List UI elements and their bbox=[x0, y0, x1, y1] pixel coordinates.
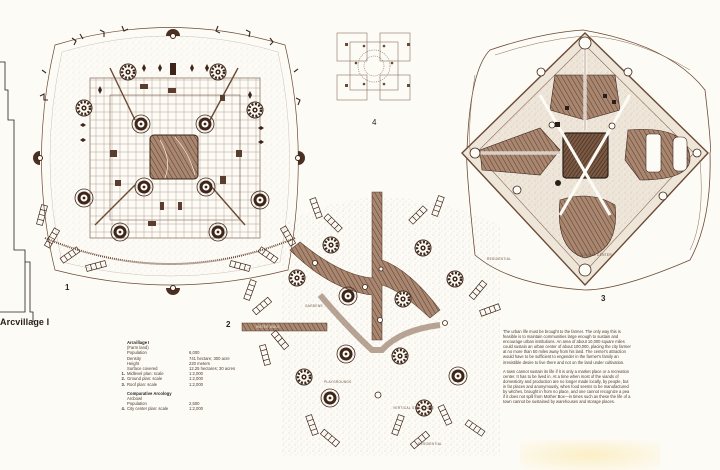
plan-2-ground bbox=[241, 191, 501, 456]
label-residential-roof: Residential bbox=[487, 257, 512, 261]
essay-paragraph: A town cannot sustain its life if it is … bbox=[503, 368, 631, 405]
label-cultural-center: Cultural Center bbox=[577, 253, 612, 257]
label-water-walk: Water Walk bbox=[256, 325, 280, 329]
figure-number-4: 4 bbox=[372, 118, 377, 127]
architectural-plans-illustration bbox=[0, 25, 711, 456]
stats-row: (Farm land) bbox=[127, 345, 149, 351]
label-playgrounds: Playgrounds bbox=[324, 380, 352, 384]
elevation-outline bbox=[0, 61, 34, 322]
plan-4-city-center bbox=[336, 32, 411, 101]
plan-3-roof bbox=[461, 29, 711, 291]
plan-1-midlevel bbox=[32, 25, 306, 296]
stats-heading-comparative: Comparative Arcology bbox=[127, 390, 172, 396]
essay-paragraph: The urban life must be brought to the fa… bbox=[503, 329, 631, 365]
document-page: 1 2 3 4 Water Walk Gardens Playgrounds V… bbox=[0, 25, 711, 470]
essay-text: The urban life must be brought to the fa… bbox=[503, 329, 631, 408]
label-vertical-structure: Vertical Structure bbox=[393, 406, 435, 410]
figure-number-2: 2 bbox=[226, 320, 231, 329]
stats-row: Arcbowl bbox=[127, 396, 142, 402]
caption-title: Arcvillage I bbox=[0, 317, 50, 327]
figure-number-1: 1 bbox=[65, 283, 70, 292]
paper-discoloration bbox=[520, 440, 660, 470]
label-gardens: Gardens bbox=[305, 304, 323, 308]
label-residential: Residential bbox=[418, 442, 443, 446]
figure-number-3: 3 bbox=[601, 294, 606, 303]
stats-heading: Arcvillage I bbox=[127, 340, 150, 345]
